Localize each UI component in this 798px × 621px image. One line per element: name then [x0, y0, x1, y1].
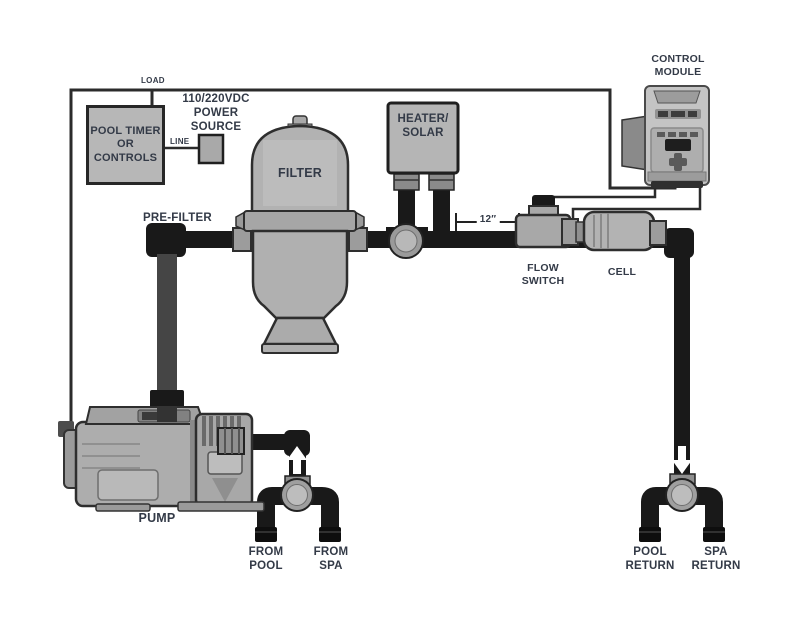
cell-right-coupling: [649, 220, 667, 246]
return-diverter-valve: [639, 446, 725, 542]
filter: [232, 115, 368, 354]
spa-return-label: SPA RETURN: [691, 546, 741, 573]
pump-discharge-riser: [157, 254, 177, 394]
from-pool-pipe-end: [255, 527, 277, 542]
pool-return-pipe: [641, 487, 682, 533]
dimension-label: 12″: [476, 214, 500, 227]
power-source-box: [197, 133, 225, 165]
dpad-horizontal: [669, 158, 687, 166]
pump-discharge-throat: [157, 406, 177, 422]
strainer-window: [207, 451, 243, 475]
panel-icon: [690, 132, 698, 137]
control-module-bottom-band: [647, 171, 707, 182]
power-source-label: 110/220VDC POWER SOURCE: [182, 93, 250, 134]
spa-return-pipe-end: [703, 527, 725, 542]
panel-icon: [657, 132, 665, 137]
flow-switch-label: FLOW SWITCH: [521, 262, 565, 287]
label-segment: [658, 111, 668, 117]
pre-filter-label: PRE-FILTER: [143, 212, 212, 224]
from-spa-label: FROM SPA: [313, 546, 349, 573]
suction-diverter-valve: [255, 446, 341, 542]
from-pool-label: FROM POOL: [248, 546, 284, 573]
motor-side-plate: [97, 469, 159, 501]
from-pool-pipe: [257, 487, 298, 533]
control-module-top-inset: [653, 90, 701, 104]
cell-label: CELL: [607, 266, 637, 278]
label-segment: [688, 111, 697, 117]
label-segment: [671, 111, 685, 117]
chlorinator-cell: [561, 210, 667, 252]
from-spa-pipe-end: [319, 527, 341, 542]
bypass-valve-ball-inner: [394, 229, 418, 253]
filter-pedestal: [261, 316, 339, 346]
pump-label: PUMP: [138, 511, 176, 525]
heater-left-union: [393, 173, 420, 191]
return-valve-ball-inner: [671, 484, 693, 506]
flow-arrow-up-icon: [287, 446, 307, 474]
strainer-rib: [209, 416, 213, 446]
suction-valve-ball-inner: [286, 484, 308, 506]
pump: [58, 406, 265, 512]
filter-tank-body: [251, 229, 349, 320]
panel-icon: [679, 132, 687, 137]
pump-display-screen: [142, 412, 162, 420]
flow-arrow-down-icon: [672, 446, 692, 474]
pool-timer-label: POOL TIMER OR CONTROLS: [90, 124, 161, 164]
flow-switch: [514, 195, 572, 249]
pool-return-pipe-end: [639, 527, 661, 542]
heater-solar: [386, 101, 460, 259]
heater-solar-label: HEATER/ SOLAR: [397, 113, 449, 140]
pump-rear-foot: [95, 503, 151, 512]
heater-solar-box: [386, 101, 460, 175]
heater-right-union: [428, 173, 455, 191]
control-module-display: [665, 139, 691, 151]
spa-return-pipe: [681, 487, 723, 533]
filter-dome-panel: [263, 140, 337, 206]
pre-filter-elbow: [146, 223, 186, 257]
cell-wire: [571, 182, 702, 221]
pool-timer-box: POOL TIMER OR CONTROLS: [86, 105, 165, 185]
pump-volute-cone: [212, 478, 238, 502]
pump-front-foot: [177, 501, 265, 512]
filter-clamp-band: [243, 210, 357, 232]
load-label: LOAD: [141, 76, 165, 85]
suction-elbow: [284, 430, 310, 456]
control-module: [621, 85, 710, 188]
line-label: LINE: [170, 137, 190, 146]
filter-label: FILTER: [277, 166, 323, 180]
return-down-pipe: [674, 250, 690, 480]
filter-base: [261, 343, 339, 354]
control-module-label: CONTROL MODULE: [651, 53, 705, 78]
control-module-base: [651, 181, 703, 188]
strainer-rib: [202, 416, 206, 446]
pool-return-label: POOL RETURN: [625, 546, 675, 573]
from-spa-pipe: [297, 487, 339, 533]
panel-icon: [668, 132, 676, 137]
